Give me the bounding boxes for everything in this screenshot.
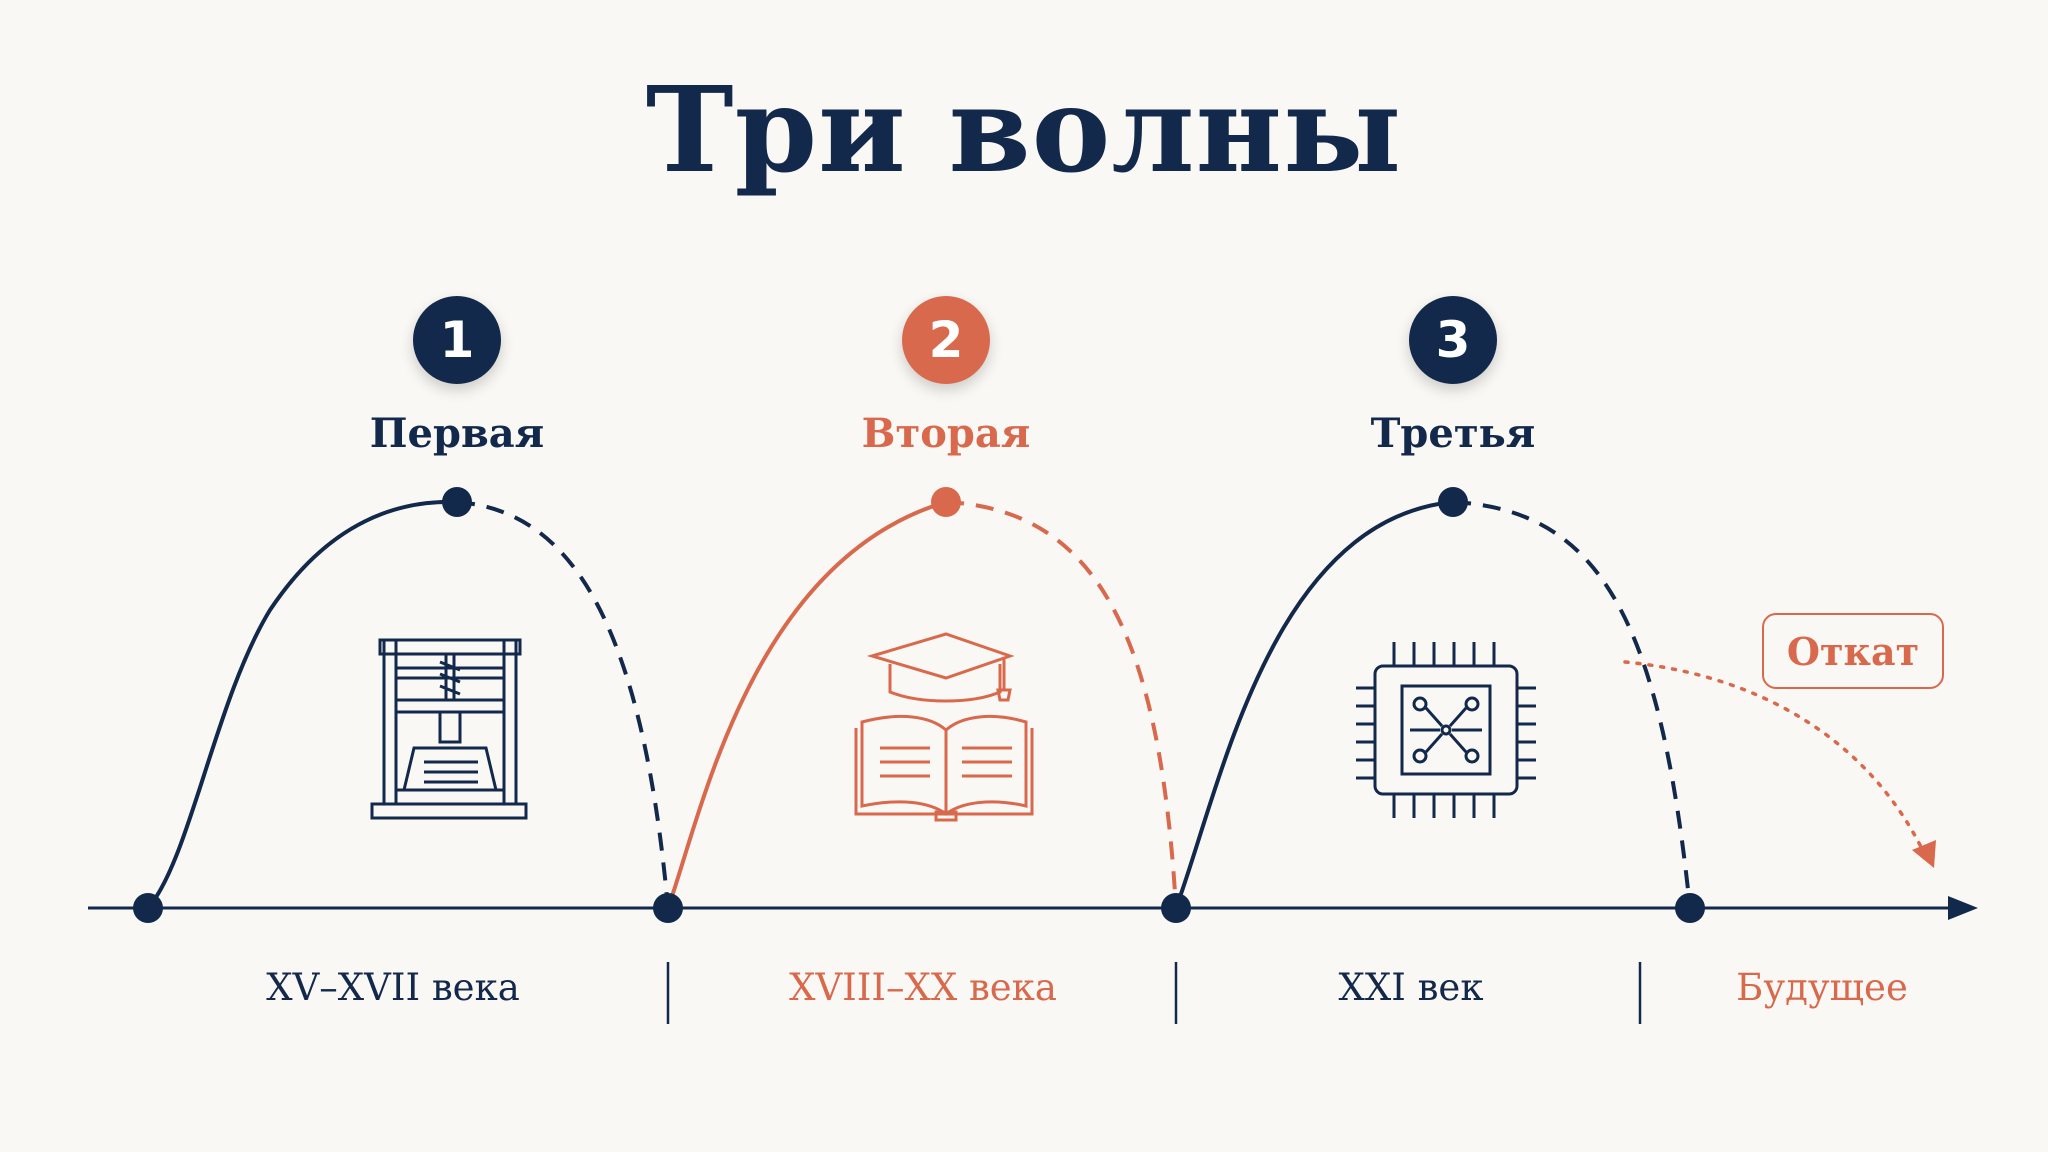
wave-2-label: Вторая (861, 410, 1031, 457)
wave-2-rise (666, 500, 947, 909)
wave-1-label: Первая (369, 410, 545, 457)
wave-2-number-badge: 2 (902, 296, 990, 384)
rollback-arrow (1623, 660, 1927, 857)
peak-dot-2 (931, 487, 961, 517)
axis-dot (133, 893, 163, 923)
wave-1-rise (146, 499, 458, 910)
era-label-1: XV–XVII века (266, 966, 520, 1009)
graduation-book-icon (854, 632, 1034, 822)
peak-dot-1 (442, 487, 472, 517)
wave-1-number-badge: 1 (413, 296, 501, 384)
timeline-arrow-icon (1948, 896, 1978, 920)
printing-press-icon (370, 638, 528, 820)
peak-dot-3 (1438, 487, 1468, 517)
axis-dot (1161, 893, 1191, 923)
wave-3-fall (1452, 500, 1692, 909)
axis-dot (1675, 893, 1705, 923)
rollback-label: Откат (1762, 613, 1944, 689)
wave-1-fall (456, 500, 670, 909)
wave-3-number-badge: 3 (1409, 296, 1497, 384)
wave-2-fall (945, 500, 1178, 909)
microchip-icon (1356, 642, 1536, 818)
era-label-2: XVIII–XX века (789, 966, 1057, 1009)
rollback-arrowhead-icon (1912, 840, 1936, 868)
era-label-3: XXI век (1338, 966, 1484, 1009)
axis-dot (653, 893, 683, 923)
wave-3-label: Третья (1370, 410, 1536, 457)
era-label-4: Будущее (1736, 966, 1908, 1009)
wave-3-rise (1174, 500, 1454, 909)
page-title: Три волны (645, 60, 1403, 199)
